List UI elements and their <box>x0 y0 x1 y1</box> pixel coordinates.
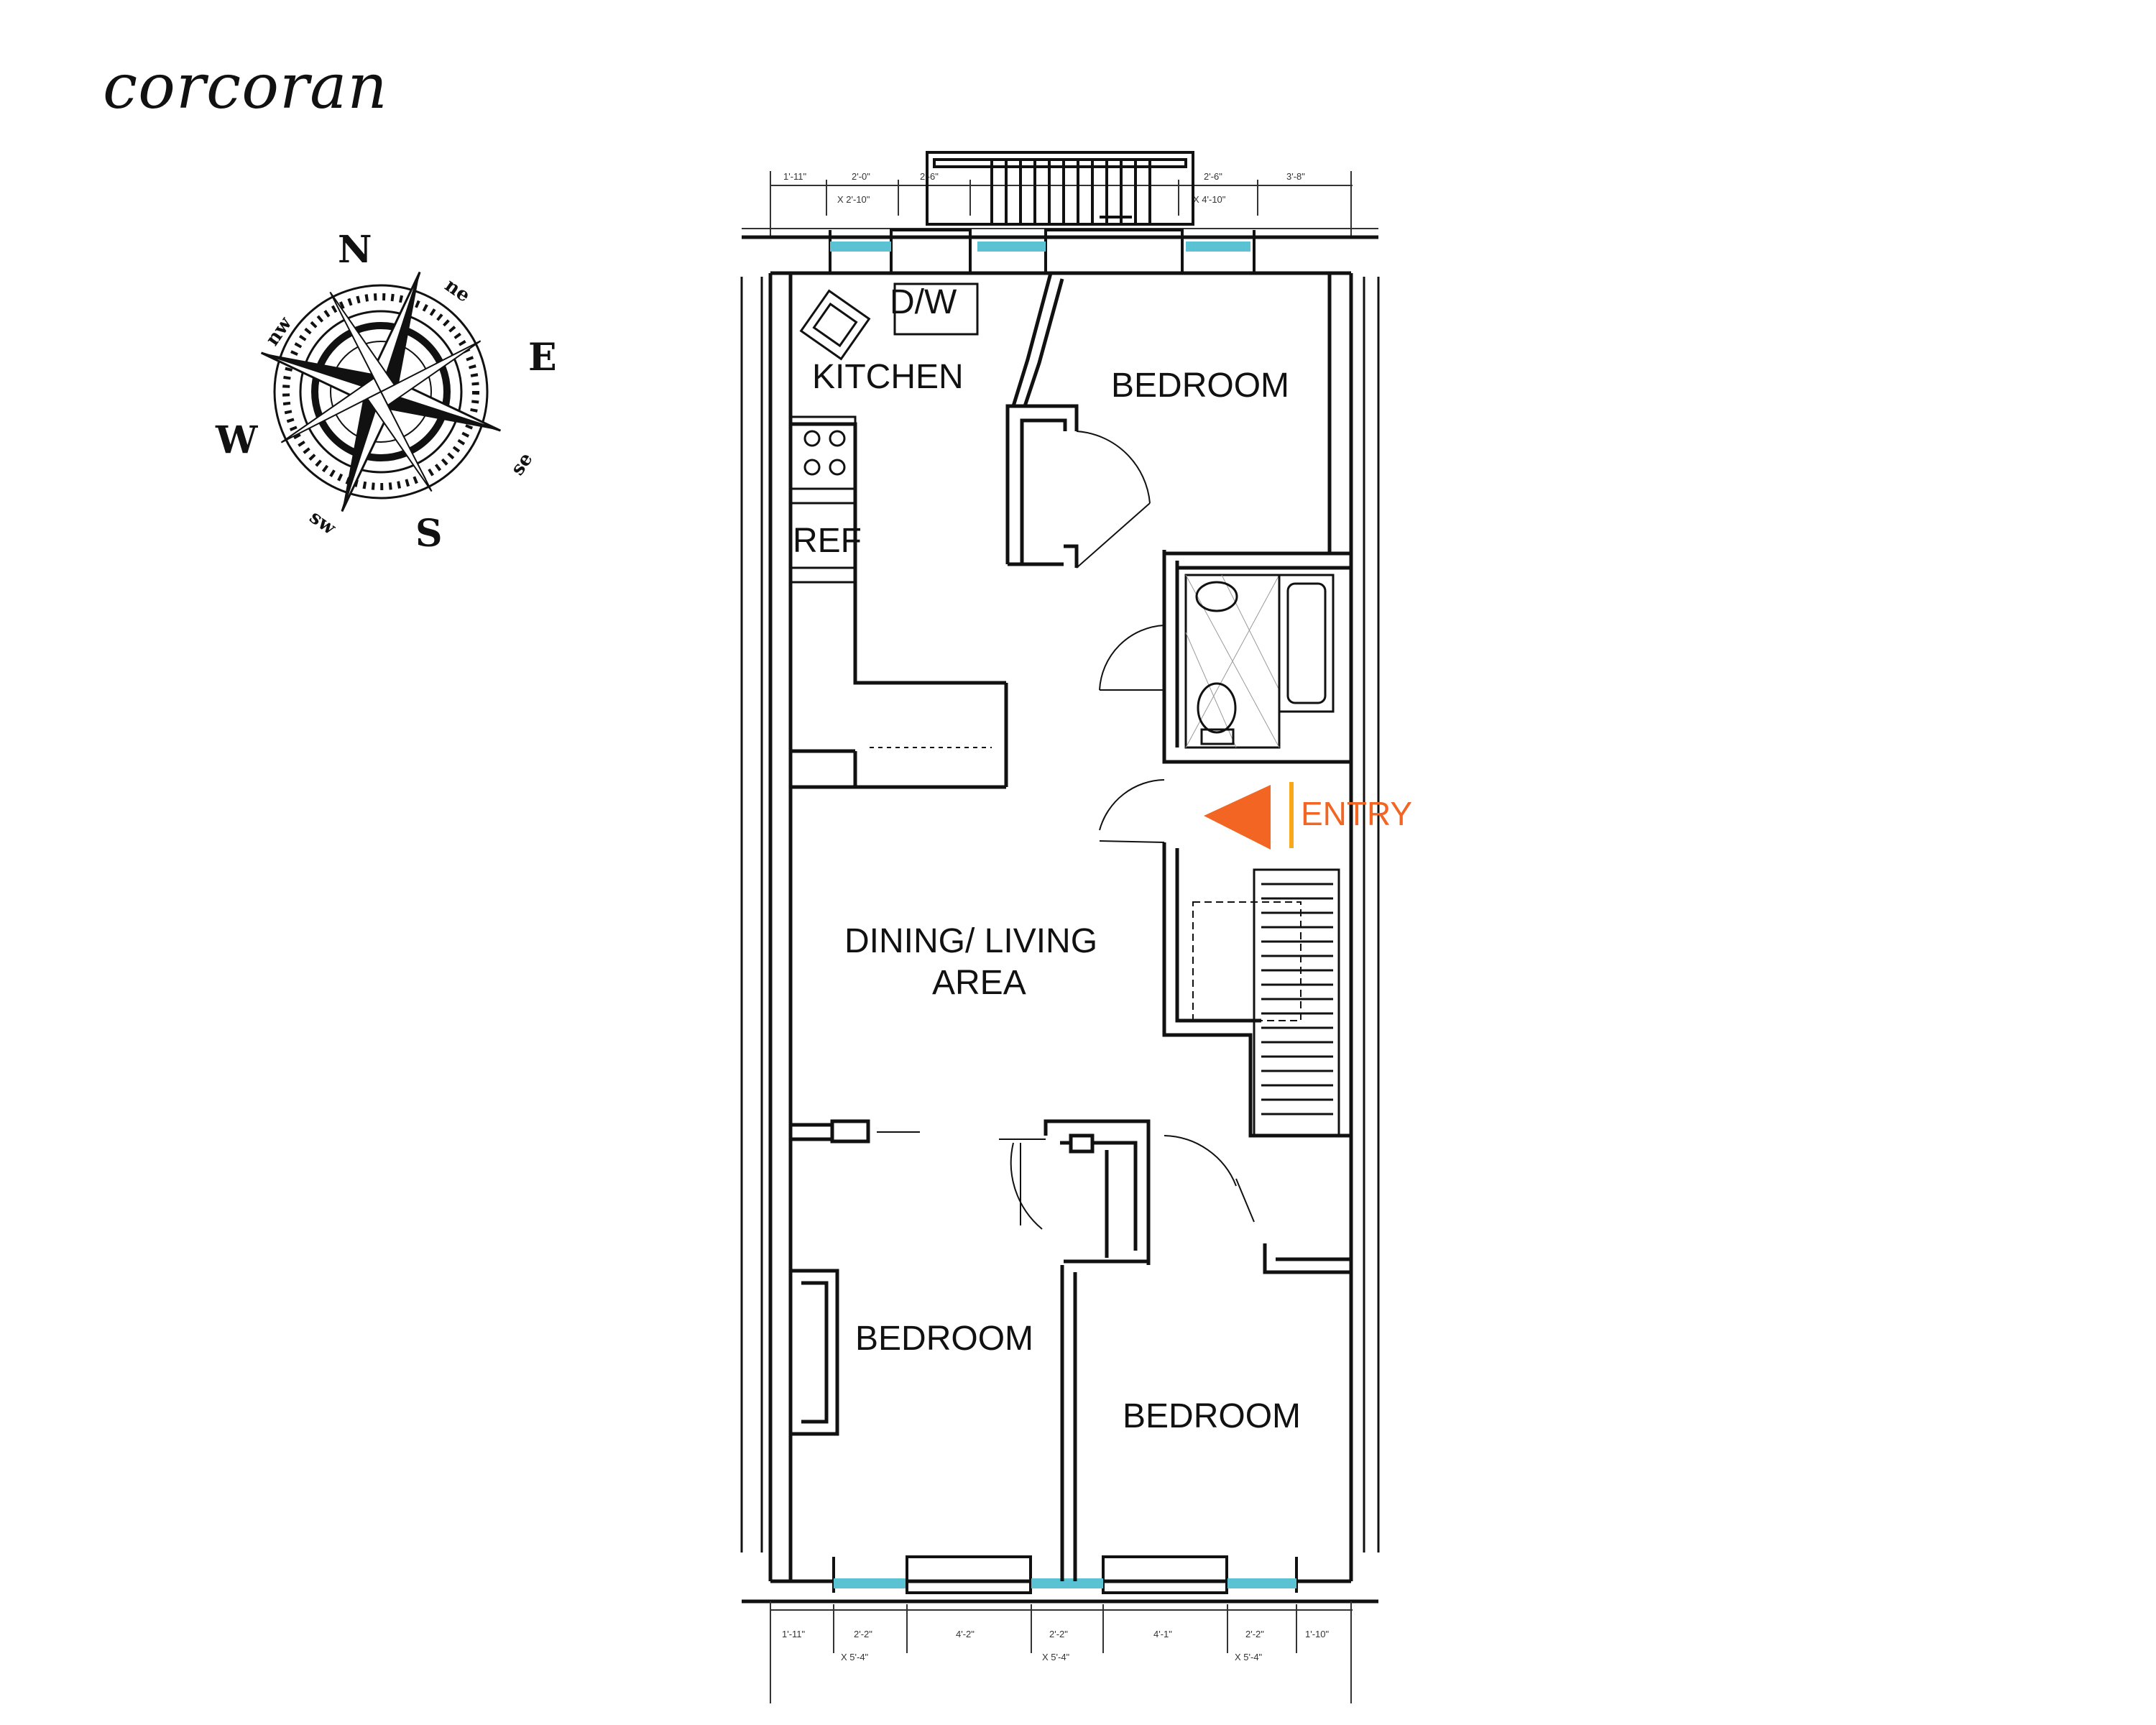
dim-bottom-6: 1'-10" <box>1305 1629 1330 1639</box>
interior-walls <box>791 272 1351 1581</box>
corcoran-logo: corcoran <box>103 51 388 123</box>
dim-bottom-sub-1: X 5'-4" <box>1042 1652 1070 1662</box>
door-swings <box>877 431 1255 1230</box>
bottom-dimension-labels: 1'-11" 2'-2" 4'-2" 2'-2" 4'-1" 2'-2" 1'-… <box>782 1629 1330 1662</box>
exterior-stair <box>926 151 1194 226</box>
dim-top-sub-1: X 4'-10" <box>1193 194 1226 205</box>
dim-bottom-1: 2'-2" <box>854 1629 872 1639</box>
bottom-windows <box>834 1578 1296 1588</box>
dim-bottom-0: 1'-11" <box>782 1629 806 1639</box>
dim-top-3: 2'-6" <box>1204 171 1222 182</box>
bathroom-fixtures <box>1184 574 1335 749</box>
compass-sw: sw <box>305 507 340 540</box>
dining-living-label-line2: AREA <box>932 964 1026 1002</box>
dim-top-1: 2'-0" <box>852 171 870 182</box>
refrigerator-label: REF <box>793 522 862 560</box>
dim-bottom-sub-0: X 5'-4" <box>841 1652 869 1662</box>
top-dimension-labels: 1'-11" 2'-0" 2'-6" 2'-6" 3'-8" X 2'-10" … <box>783 171 1305 205</box>
bedroom-ne-label: BEDROOM <box>1111 367 1289 405</box>
bottom-dimension-line <box>770 1601 1353 1703</box>
dim-top-0: 1'-11" <box>783 171 807 182</box>
entry-marker <box>1204 782 1294 850</box>
dim-bottom-4: 4'-1" <box>1153 1629 1172 1639</box>
dim-bottom-sub-2: X 5'-4" <box>1235 1652 1263 1662</box>
entry-label: ENTRY <box>1301 795 1412 832</box>
compass-rose-icon: N S E W ne nw se sw <box>215 228 557 556</box>
compass-n: N <box>338 228 372 272</box>
dim-bottom-2: 4'-2" <box>956 1629 975 1639</box>
interior-stair <box>1192 868 1340 1137</box>
compass-ne: ne <box>441 275 474 307</box>
kitchen-fixtures <box>789 282 979 584</box>
dining-living-label-line1: DINING/ LIVING <box>844 922 1097 960</box>
compass-w: W <box>215 418 259 462</box>
compass-e: E <box>528 336 557 380</box>
compass-se: se <box>507 448 537 479</box>
bedroom-sw-label: BEDROOM <box>855 1320 1033 1358</box>
dishwasher-label: D/W <box>890 283 957 321</box>
bedroom-se-label: BEDROOM <box>1123 1397 1301 1435</box>
kitchen-label: KITCHEN <box>812 358 964 396</box>
dim-top-4: 3'-8" <box>1286 171 1305 182</box>
dim-bottom-3: 2'-2" <box>1049 1629 1068 1639</box>
entry-arrow-icon <box>1204 785 1271 850</box>
compass-nw: nw <box>262 313 297 350</box>
compass-s: S <box>415 512 443 556</box>
dim-top-2: 2'-6" <box>920 171 939 182</box>
top-windows <box>830 242 1250 252</box>
dim-bottom-5: 2'-2" <box>1245 1629 1264 1639</box>
dim-top-sub-0: X 2'-10" <box>837 194 870 205</box>
entry-door-bar <box>1289 782 1294 848</box>
